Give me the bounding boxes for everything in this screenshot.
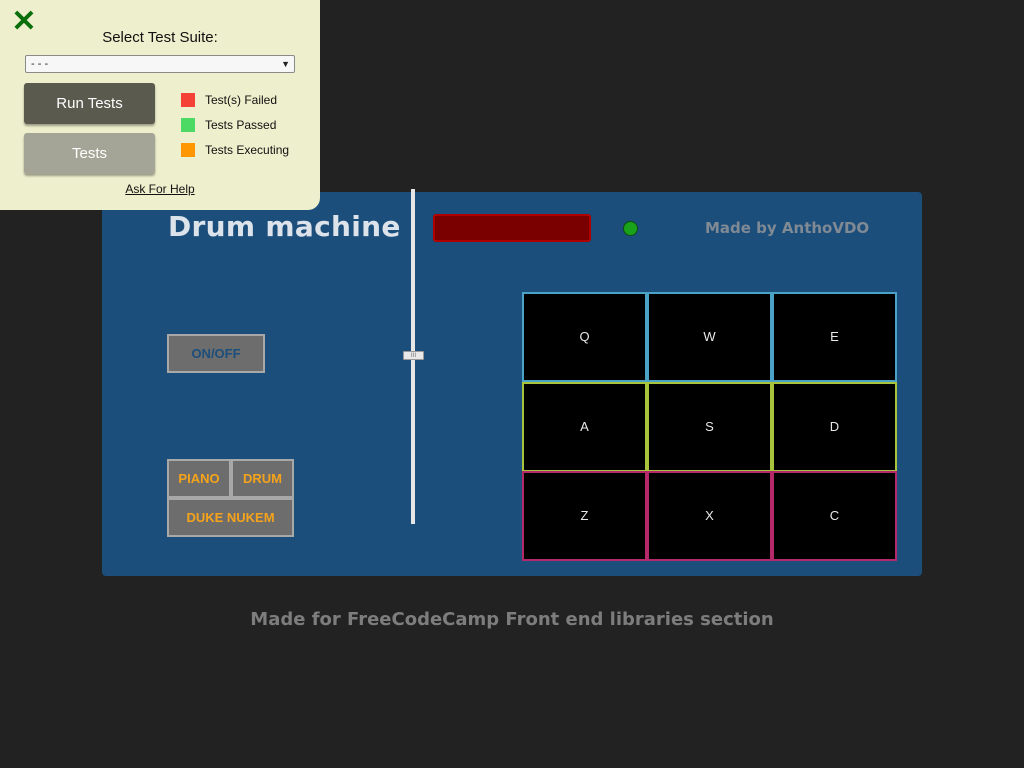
drum-pad-s[interactable]: S bbox=[647, 382, 772, 472]
sound-display bbox=[433, 214, 591, 242]
passed-swatch-icon bbox=[181, 118, 195, 132]
legend-executing-label: Tests Executing bbox=[205, 143, 290, 157]
test-suite-label: Select Test Suite: bbox=[102, 29, 218, 46]
drum-pad-z[interactable]: Z bbox=[522, 471, 647, 561]
test-suite-select-value: - - - bbox=[31, 58, 49, 70]
executing-swatch-icon bbox=[181, 143, 195, 157]
legend-passed-label: Tests Passed bbox=[205, 118, 277, 132]
author-credit: Made by AnthoVDO bbox=[705, 219, 870, 237]
failed-swatch-icon bbox=[181, 93, 195, 107]
fcc-test-panel: ✕ Select Test Suite: - - - ▼ Run Tests T… bbox=[0, 0, 320, 210]
tests-button[interactable]: Tests bbox=[24, 133, 155, 174]
test-suite-select[interactable]: - - - ▼ bbox=[25, 55, 295, 73]
dropdown-caret-icon: ▼ bbox=[281, 59, 290, 69]
ask-for-help-link[interactable]: Ask For Help bbox=[125, 182, 195, 196]
drum-pad-c[interactable]: C bbox=[772, 471, 897, 561]
legend-failed-label: Test(s) Failed bbox=[205, 93, 278, 107]
power-indicator-led bbox=[623, 221, 638, 236]
drum-pad-e[interactable]: E bbox=[772, 292, 897, 382]
run-tests-button[interactable]: Run Tests bbox=[24, 83, 155, 124]
drum-pad-q[interactable]: Q bbox=[522, 292, 647, 382]
page-title: Drum machine bbox=[168, 210, 401, 243]
close-x-icon[interactable]: ✕ bbox=[11, 5, 37, 38]
bank-piano-button[interactable]: PIANO bbox=[167, 459, 231, 498]
volume-slider-thumb[interactable]: III bbox=[403, 351, 424, 360]
drum-pad-a[interactable]: A bbox=[522, 382, 647, 472]
footer-text: Made for FreeCodeCamp Front end librarie… bbox=[250, 609, 774, 630]
power-toggle-button[interactable]: ON/OFF bbox=[167, 334, 265, 373]
bank-drum-button[interactable]: DRUM bbox=[231, 459, 294, 498]
bank-duke-nukem-button[interactable]: DUKE NUKEM bbox=[167, 498, 294, 537]
drum-pad-d[interactable]: D bbox=[772, 382, 897, 472]
drum-pad-grid: Q W E A S D Z X C bbox=[522, 292, 897, 561]
drum-pad-w[interactable]: W bbox=[647, 292, 772, 382]
drum-machine: Drum machine III Made by AnthoVDO ON/OFF… bbox=[102, 189, 922, 576]
drum-pad-x[interactable]: X bbox=[647, 471, 772, 561]
